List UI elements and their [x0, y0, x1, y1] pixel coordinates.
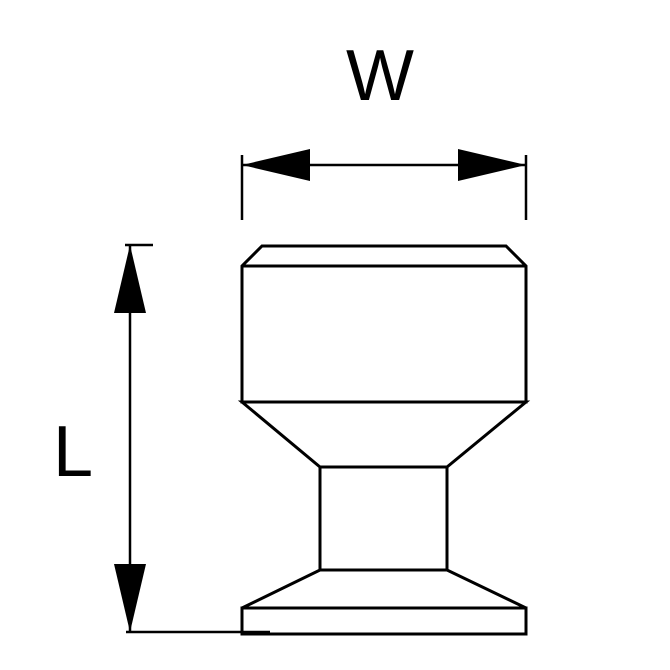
knob-base — [240, 606, 528, 636]
knob-base-taper — [241, 568, 527, 610]
length-arrow-bottom-icon — [114, 564, 146, 632]
width-arrow-left-icon — [242, 149, 310, 181]
width-arrow-right-icon — [458, 149, 526, 181]
length-label: L — [53, 412, 93, 492]
width-label: W — [346, 36, 414, 116]
length-arrow-top-icon — [114, 245, 146, 313]
knob-stem — [318, 465, 449, 572]
knob-neck-taper — [237, 400, 531, 469]
knob-head — [240, 244, 528, 404]
